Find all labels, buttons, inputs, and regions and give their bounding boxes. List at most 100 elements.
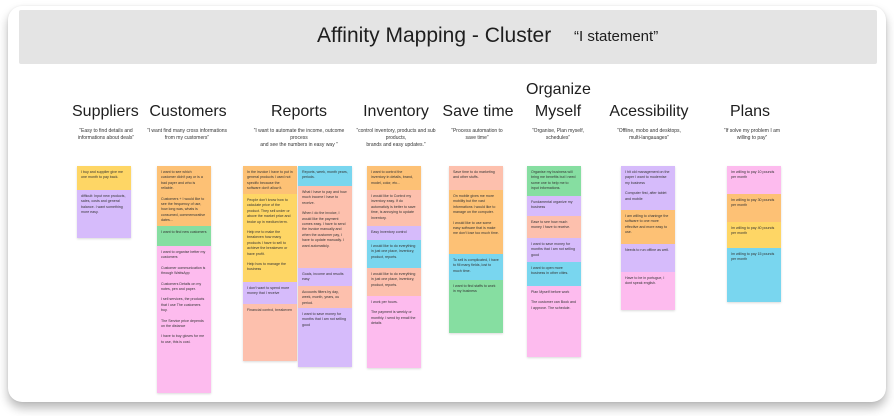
- cluster-title-plans: Plans: [729, 103, 771, 120]
- quote-line: willing to pay”: [736, 135, 768, 141]
- sticky-note-text: I want to find new customers: [161, 230, 207, 234]
- quote-line: “Offline, mobo and desktops,: [617, 128, 681, 134]
- quote-line: “I want find many cross informations: [146, 128, 228, 134]
- sticky-note-text: I am willing to chaninge the software to…: [625, 214, 669, 235]
- sticky-note-text: Save time to do marketing and other stuf…: [453, 170, 495, 180]
- notes-save-time: Save time to do marketing and other stuf…: [449, 166, 503, 333]
- quote-line: informations about deals”: [77, 135, 135, 141]
- sticky-note[interactable]: Have to be in portugue, I dont speak eng…: [621, 272, 675, 310]
- sticky-note[interactable]: I want to see which customer didn't pay …: [157, 166, 211, 226]
- sticky-note[interactable]: To sell is complicated, I have to fill m…: [449, 254, 503, 280]
- sticky-note[interactable]: I want to save money for months that I a…: [298, 308, 352, 367]
- sticky-note-text: Customers Details on my notes, pen and p…: [161, 281, 202, 292]
- sticky-note-text: Needs to run offline as well.: [625, 248, 670, 252]
- sticky-note-text: The Service price depends on the distanc…: [161, 318, 204, 329]
- sticky-note[interactable]: People don't know how to calculate price…: [243, 194, 297, 282]
- sticky-note[interactable]: Fundamental organize my business: [527, 196, 581, 216]
- sticky-note-text: I sell services, the products that I use…: [161, 297, 205, 313]
- cluster-quote: “control inventory, products and sub pro…: [356, 128, 436, 149]
- sticky-note[interactable]: I want to open more business in other ci…: [527, 262, 581, 286]
- sticky-note[interactable]: I would like to do everything in just on…: [367, 240, 421, 268]
- cluster-title-suppliers: Suppliers: [72, 103, 139, 120]
- cluster-title-inventory: Inventory: [363, 103, 429, 120]
- sticky-note-text: Plan Myself before work: [531, 290, 570, 294]
- sticky-note[interactable]: I want to control the inventory in detai…: [367, 166, 421, 190]
- sticky-note-text: I want to control the inventory in detai…: [371, 170, 413, 185]
- sticky-note[interactable]: Needs to run offline as well.: [621, 244, 675, 272]
- cluster-quote: “I want to automate the income, outcome …: [246, 128, 352, 149]
- sticky-note-text: People don't know how to calculate price…: [247, 198, 291, 224]
- sticky-note[interactable]: I hit old management on the paper I want…: [621, 166, 675, 210]
- sticky-note-text: Im willing to pay 30 pounds per month: [731, 198, 775, 208]
- notes-customers: I want to see which customer didn't pay …: [157, 166, 211, 393]
- sticky-note-text: Financial control, breakeven: [247, 308, 292, 312]
- sticky-note[interactable]: I want to save money for months that I a…: [527, 238, 581, 262]
- sticky-note[interactable]: I would like to Control my inventory eas…: [367, 190, 421, 226]
- quote-line: “Easy to find details and: [79, 128, 133, 134]
- cluster-quote: “Process automation to save time”: [446, 128, 508, 142]
- sticky-note[interactable]: Im willing to pay 10 pounds per month: [727, 166, 781, 194]
- title-banner: [19, 10, 877, 64]
- cluster-title-reports: Reports: [270, 103, 328, 120]
- sticky-note-text: Customers + I would like to see the freq…: [161, 196, 206, 223]
- sticky-note-text: On mobile gives me more mobility but the…: [453, 194, 496, 215]
- sticky-note[interactable]: I work per hours.The payment is weekly o…: [367, 296, 421, 368]
- quote-line: “control inventory, products and sub: [356, 128, 436, 134]
- sticky-note[interactable]: Goals, income and results easy: [298, 268, 352, 286]
- page-title: Affinity Mapping - Cluster: [317, 24, 552, 47]
- sticky-note[interactable]: I want to find new customers: [157, 226, 211, 246]
- quote-line: and see the numbers in easy way ”: [260, 142, 338, 148]
- sticky-note-text: Im willing to pay 10 pounds per month: [731, 170, 775, 180]
- sticky-note-text: I would like to Control my inventory eas…: [371, 194, 416, 220]
- sticky-note[interactable]: Accounts filters by day, week, month, ye…: [298, 286, 352, 308]
- sticky-note[interactable]: I am willing to chaninge the software to…: [621, 210, 675, 244]
- sticky-note[interactable]: I buy and supplier give me one month to …: [77, 166, 131, 190]
- notes-reports-left: In the invoice I have to put in general …: [243, 166, 297, 361]
- cluster-quote: “I want find many cross informations fro…: [146, 128, 228, 142]
- quote-line: schedules”: [545, 135, 571, 141]
- sticky-note-text: I have to buy gloves for me to use, this…: [161, 334, 205, 344]
- sticky-note-text: Have to be in portugue, I dont speak eng…: [625, 276, 665, 286]
- sticky-note[interactable]: I want to find staffs to work in my busi…: [449, 280, 503, 333]
- sticky-note-text: Help me to make the breakeven how many p…: [247, 230, 288, 256]
- sticky-note[interactable]: Organise my business will bring me benef…: [527, 166, 581, 196]
- sticky-note[interactable]: I don't want to spend more money that I …: [243, 282, 297, 304]
- sticky-note-text: The payment is weekly or monthly. I send…: [371, 310, 416, 326]
- cluster-title-organize: Organize: [526, 81, 591, 98]
- sticky-note[interactable]: Im willing to pay 40 pounds per month: [727, 222, 781, 248]
- notes-reports-right: Reports, week, month years, periods.What…: [298, 166, 352, 367]
- sticky-note[interactable]: Im willing to pay 30 pounds per month: [727, 194, 781, 222]
- sticky-note[interactable]: In the invoice I have to put in general …: [243, 166, 297, 194]
- quote-line: brands and easy updates.”: [366, 142, 426, 148]
- sticky-note-text: Customer communication is through WattsA…: [161, 265, 206, 276]
- sticky-note-text: I want to save money for months that I a…: [302, 312, 346, 327]
- cluster-quote: “If solve my problem I am willing to pay…: [718, 128, 786, 142]
- cluster-title-customers: Customers: [149, 103, 227, 120]
- sticky-note[interactable]: On mobile gives me more mobility but the…: [449, 190, 503, 254]
- sticky-note[interactable]: Ease to see how much money I have to rec…: [527, 216, 581, 238]
- sticky-note-text: The customer can Book and I approve. The…: [531, 300, 576, 310]
- quote-line: products,: [385, 135, 407, 141]
- quote-line: multi-langauages”: [629, 135, 669, 141]
- cluster-title-save-time: Save time: [442, 103, 514, 120]
- sticky-note[interactable]: Financial control, breakeven: [243, 304, 297, 361]
- sticky-note-text: Accounts filters by day, week, month, ye…: [302, 290, 340, 305]
- quote-line: save time”: [465, 135, 489, 141]
- sticky-note-text: I don't want to spend more money that I …: [247, 286, 290, 296]
- sticky-note[interactable]: I would like to do everything in just on…: [367, 268, 421, 296]
- sticky-note-text: When I do the invoice, I would like the …: [302, 211, 346, 248]
- sticky-note[interactable]: difficult: Input new products, sales, co…: [77, 190, 131, 238]
- sticky-note-text: I hit old management on the paper I want…: [625, 170, 670, 185]
- sticky-note[interactable]: Reports, week, month years, periods.: [298, 166, 352, 186]
- sticky-note-text: Easy Inventory control: [371, 230, 407, 234]
- cluster-quote: “Organise, Plan myself, schedules”: [522, 128, 594, 142]
- sticky-note[interactable]: Easy Inventory control: [367, 226, 421, 240]
- sticky-note-text: I want to see which customer didn't pay …: [161, 170, 203, 191]
- sticky-note[interactable]: Im willing to pay 15 pounds per month: [727, 248, 781, 302]
- notes-organize-myself: Organise my business will bring me benef…: [527, 166, 581, 357]
- sticky-note[interactable]: Save time to do marketing and other stuf…: [449, 166, 503, 190]
- sticky-note[interactable]: What I have to pay and how much income I…: [298, 186, 352, 268]
- sticky-note-text: Im willing to pay 40 pounds per month: [731, 226, 775, 236]
